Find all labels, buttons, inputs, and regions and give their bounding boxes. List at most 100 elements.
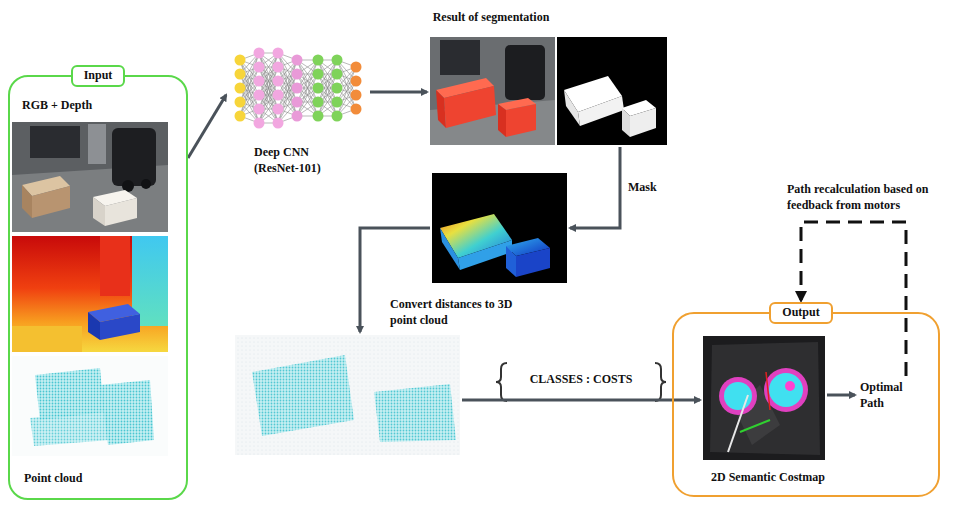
- edge-label: CLASSES : COSTS: [528, 372, 635, 388]
- edge-label: Path recalculation based on feedback fro…: [785, 182, 941, 213]
- art-shape: [12, 236, 168, 352]
- art-shape: [516, 248, 550, 277]
- net-neuron: [273, 118, 284, 129]
- art-shape: [766, 372, 770, 410]
- rgb-photo: [12, 122, 168, 232]
- feedback-arrow: [801, 222, 906, 376]
- segmentation-result: Result of segmentation: [430, 37, 667, 145]
- flow-arrow: [827, 394, 855, 397]
- net-neuron: [332, 83, 343, 94]
- flow-arrow: [370, 91, 427, 94]
- art-shape: [564, 90, 580, 126]
- net-neuron: [254, 104, 265, 115]
- net-link: [318, 74, 337, 116]
- art-shape: [12, 122, 168, 232]
- net-neuron: [332, 55, 343, 66]
- art-shape: [432, 173, 567, 283]
- art-shape: [710, 342, 820, 455]
- net-neuron: [313, 111, 324, 122]
- section-heading: RGB + Depth: [22, 98, 92, 114]
- net-neuron: [254, 90, 265, 101]
- net-neuron: [273, 62, 284, 73]
- path-output: Optimal Path: [858, 378, 912, 414]
- net-neuron: [254, 48, 265, 59]
- art-shape: [444, 86, 496, 128]
- art-shape: [32, 186, 70, 218]
- art-shape: [506, 104, 536, 137]
- art-shape: [430, 37, 555, 145]
- net-neuron: [313, 97, 324, 108]
- net-neuron: [292, 55, 303, 66]
- masked-depth: [432, 173, 567, 283]
- art-shape: [703, 336, 825, 460]
- net-neuron: [235, 111, 246, 122]
- art-shape: [93, 197, 105, 226]
- costmap-image: [703, 336, 825, 460]
- art-shape: [30, 126, 80, 158]
- art-shape: [88, 312, 100, 340]
- block-caption: Deep CNN (ResNet-101): [254, 145, 349, 176]
- art-shape: [100, 236, 130, 296]
- net-link: [297, 74, 318, 116]
- costmap-block: 2D Semantic Costmap: [703, 336, 825, 460]
- art-shape: [105, 198, 137, 226]
- net-link: [297, 60, 318, 102]
- depth-map: [12, 236, 168, 352]
- art-shape: [557, 37, 667, 145]
- binary-mask: [557, 37, 667, 145]
- net-neuron: [351, 104, 362, 115]
- art-shape: [141, 179, 151, 189]
- art-shape: [769, 373, 803, 407]
- net-neuron: [351, 76, 362, 87]
- art-shape: [122, 180, 134, 192]
- art-shape: [440, 40, 480, 75]
- output-panel: Output2D Semantic CostmapOptimal Path: [672, 312, 940, 497]
- art-shape: [505, 45, 545, 100]
- net-neuron: [254, 62, 265, 73]
- net-neuron: [351, 62, 362, 73]
- point-cloud-image: [12, 356, 168, 456]
- net-neuron: [313, 55, 324, 66]
- net-neuron: [235, 55, 246, 66]
- net-neuron: [292, 111, 303, 122]
- net-neuron: [313, 69, 324, 80]
- neural-net-icon: [235, 48, 362, 129]
- art-shape: [235, 335, 460, 455]
- input-panel: InputRGB + DepthPoint cloud: [8, 75, 188, 500]
- art-shape: [88, 124, 106, 164]
- net-neuron: [332, 111, 343, 122]
- net-neuron: [292, 97, 303, 108]
- panel-tab: Input: [71, 65, 126, 87]
- point-cloud-image: [235, 335, 460, 455]
- net-neuron: [332, 69, 343, 80]
- net-neuron: [235, 83, 246, 94]
- art-shape: [764, 368, 808, 412]
- net-neuron: [273, 90, 284, 101]
- art-shape: [740, 420, 770, 432]
- art-shape: [374, 384, 456, 442]
- art-shape: [719, 377, 757, 415]
- art-shape: [630, 108, 656, 137]
- panel-tab: Output: [769, 302, 832, 324]
- art-shape: [578, 96, 624, 126]
- flow-arrow: [462, 399, 700, 402]
- net-neuron: [273, 76, 284, 87]
- net-neuron: [273, 48, 284, 59]
- net-neuron: [254, 118, 265, 129]
- art-shape: [12, 326, 82, 352]
- art-shape: [728, 395, 748, 452]
- net-neuron: [292, 83, 303, 94]
- segmentation-photo: [430, 37, 555, 145]
- block-caption: 2D Semantic Costmap: [711, 470, 825, 486]
- art-shape: [12, 356, 168, 456]
- net-link: [297, 60, 318, 102]
- art-shape: [785, 381, 795, 391]
- art-shape: [458, 240, 512, 270]
- block-heading: Convert distances to 3D point cloud: [390, 297, 525, 328]
- art-shape: [100, 314, 140, 340]
- left-brace: [496, 363, 507, 401]
- block-heading: Result of segmentation: [433, 10, 550, 26]
- block-caption: Mask: [628, 180, 657, 196]
- point-cloud-block: Convert distances to 3D point cloud: [235, 335, 460, 455]
